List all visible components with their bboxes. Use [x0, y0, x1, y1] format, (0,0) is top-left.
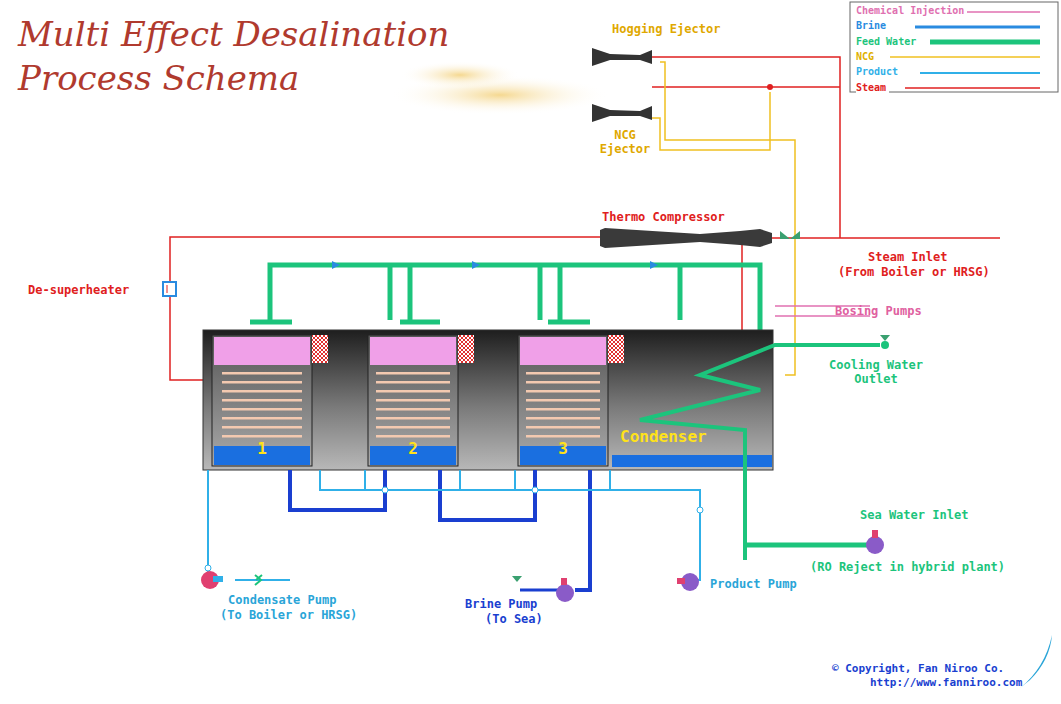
- legend-text: Chemical Injection: [856, 5, 967, 17]
- effect-chamber: 1: [214, 335, 310, 466]
- effect-label: 2: [370, 439, 456, 458]
- effect-label: Condenser: [620, 427, 724, 446]
- part-label: (From Boiler or HRSG): [838, 265, 990, 279]
- legend-text: NCG: [856, 51, 877, 63]
- effect-shells: [212, 335, 772, 467]
- part-label: © Copyright, Fan Niroo Co.: [832, 662, 1004, 676]
- effect-chamber: 2: [370, 335, 456, 466]
- part-label: (RO Reject in hybrid plant): [810, 560, 1005, 574]
- part-label: Condensate Pump: [228, 593, 336, 607]
- part-label: Product Pump: [710, 577, 797, 591]
- part-label: Sea Water Inlet: [860, 508, 968, 522]
- part-label: De-superheater: [28, 283, 129, 297]
- effect-chamber: 3: [520, 335, 606, 466]
- part-label: http://www.fanniroo.com: [870, 676, 1022, 690]
- effect-label: 1: [214, 439, 310, 458]
- part-label: Brine Pump: [465, 597, 537, 611]
- effect-label: 3: [520, 439, 606, 458]
- part-label: Cooling Water Outlet: [820, 358, 932, 386]
- part-label: Bosing Pumps: [835, 304, 922, 318]
- legend-text: Product: [856, 66, 901, 78]
- part-label: (To Sea): [485, 612, 543, 626]
- legend-text: Feed Water: [856, 36, 919, 48]
- legend-text: Brine: [856, 20, 889, 32]
- part-label: (To Boiler or HRSG): [220, 608, 357, 622]
- part-label: NCG Ejector: [595, 128, 655, 156]
- part-label: Thermo Compressor: [602, 210, 725, 224]
- part-label: Steam Inlet: [868, 250, 947, 264]
- legend-text: Steam: [856, 82, 889, 94]
- part-label: Hogging Ejector: [612, 22, 720, 36]
- diagram-title: Multi Effect Desalination Process Schema: [18, 12, 488, 100]
- effect-chamber: Condenser: [614, 380, 724, 460]
